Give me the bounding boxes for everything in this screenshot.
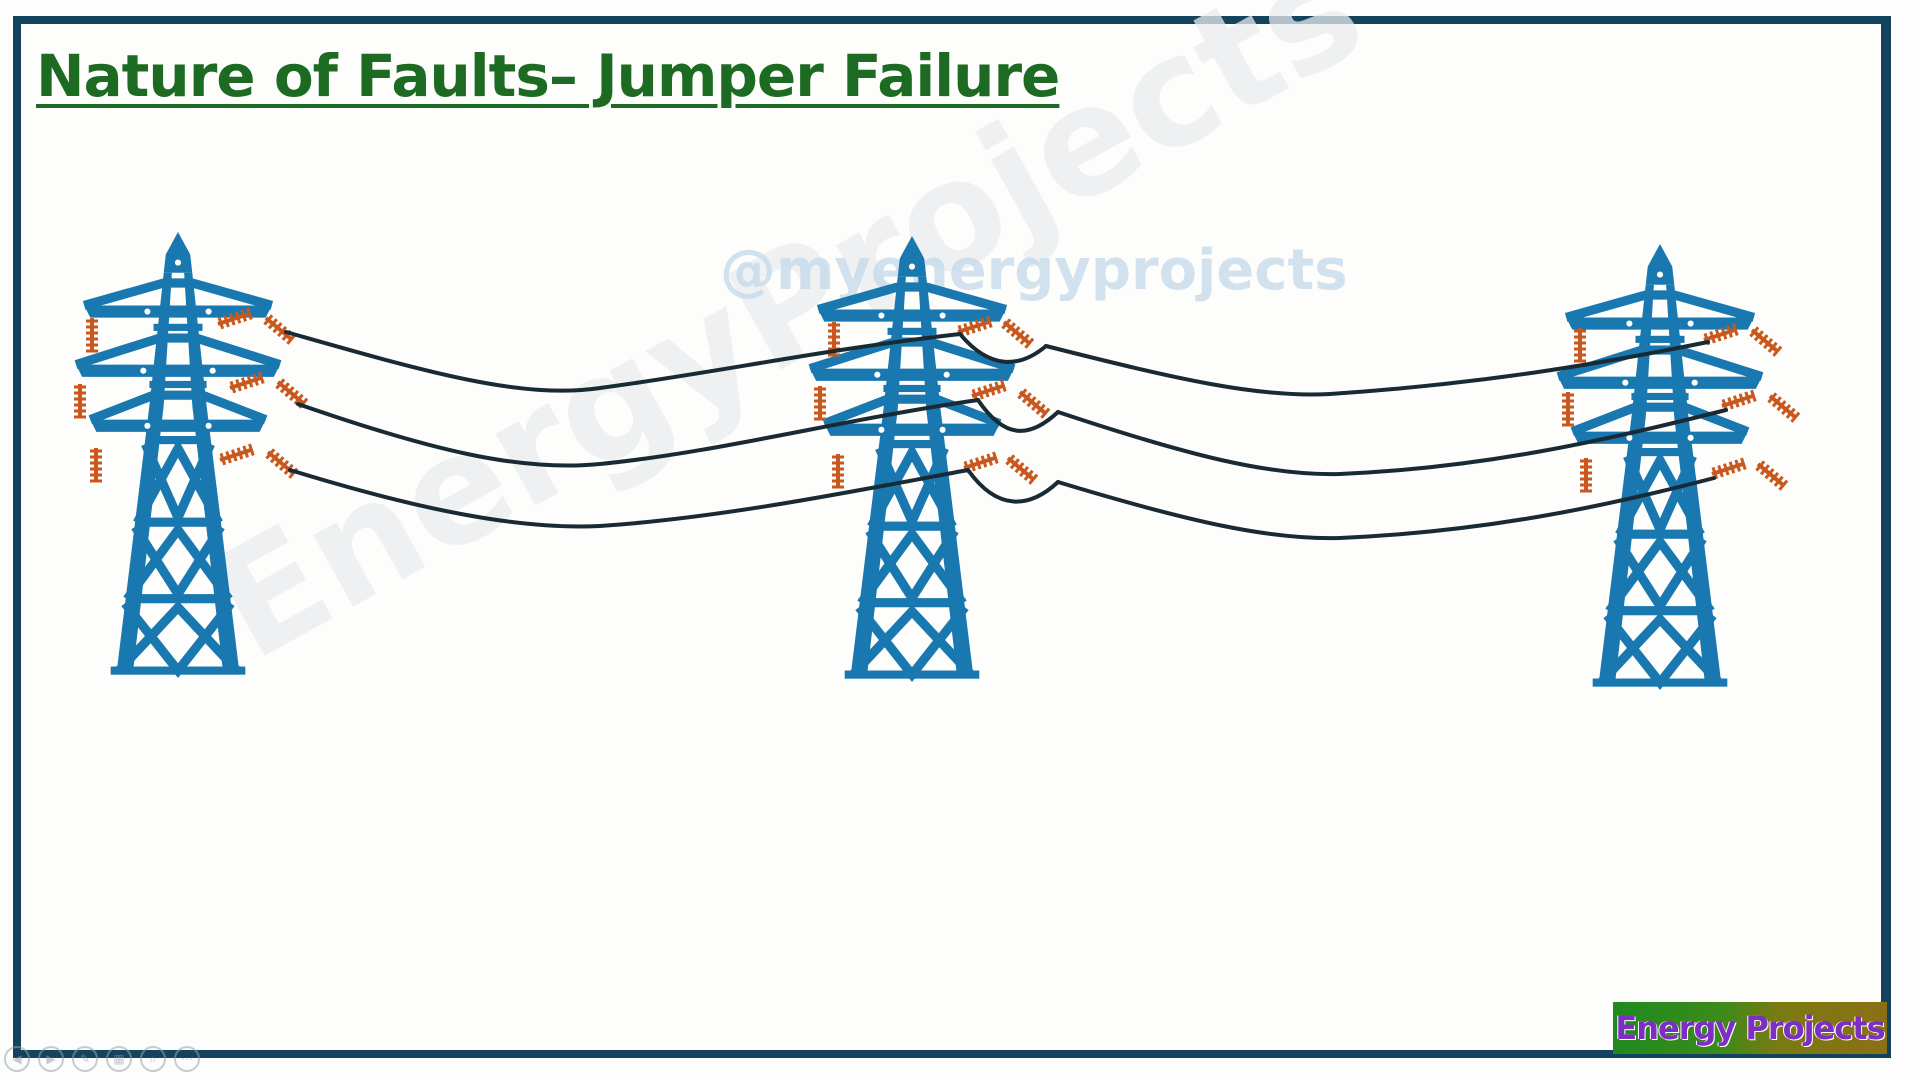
watermark-handle: @myenergyprojects [720,238,1348,303]
conductors-span-left [284,330,980,529]
brand-badge: Energy Projects [1613,1002,1887,1054]
brand-label: Energy Projects [1615,1009,1885,1047]
pen-icon[interactable]: ✎ [72,1046,98,1072]
more-icon[interactable]: ⋯ [174,1046,200,1072]
previous-icon[interactable]: ◀ [4,1046,30,1072]
jumpers-middle-tower [958,332,1060,504]
slide-title: Nature of Faults– Jumper Failure [36,42,1060,110]
conductors-span-right [1044,340,1728,541]
zoom-icon[interactable]: ⌕ [140,1046,166,1072]
slideshow-toolbar[interactable]: ◀ ▶ ✎ ▦ ⌕ ⋯ [4,1046,200,1076]
next-icon[interactable]: ▶ [38,1046,64,1072]
slides-icon[interactable]: ▦ [106,1046,132,1072]
transmission-tower-left [76,232,280,675]
